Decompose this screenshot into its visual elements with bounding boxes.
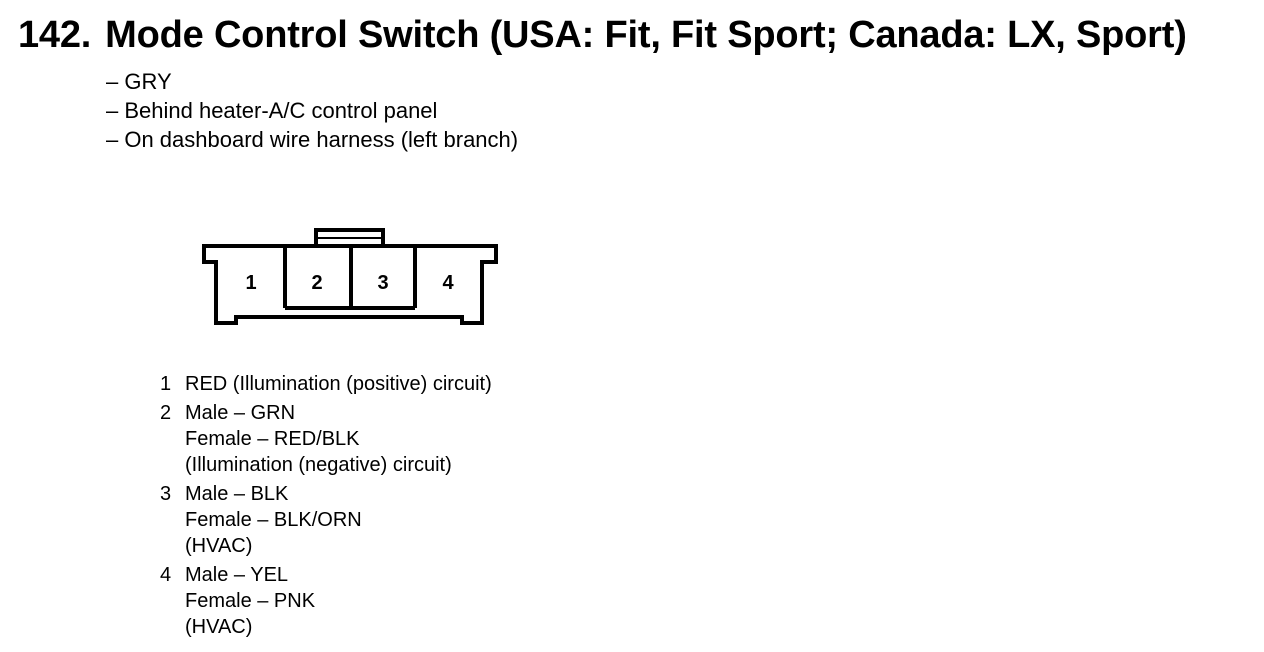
pin-item: 4 Male – YEL Female – PNK (HVAC) [160, 562, 492, 640]
page-title: 142. Mode Control Switch (USA: Fit, Fit S… [18, 14, 1187, 57]
pin-number: 1 [160, 373, 172, 395]
pin-number: 2 [160, 402, 172, 424]
section-number: 142. [18, 14, 92, 56]
pin-item: 2 Male – GRN Female – RED/BLK (Illuminat… [160, 400, 492, 478]
pin-female-wire: Female – BLK/ORN [185, 509, 362, 531]
pin-item: 1 RED (Illumination (positive) circuit) [160, 371, 492, 397]
pin-male-wire: Male – BLK [185, 483, 289, 505]
pin-circuit: (HVAC) [185, 616, 253, 638]
pin-number: 3 [160, 483, 172, 505]
pin-circuit: (Illumination (negative) circuit) [185, 454, 452, 476]
pin-female-wire: Female – RED/BLK [185, 428, 360, 450]
connector-color: – GRY [106, 69, 172, 94]
pin-male-wire: Male – GRN [185, 402, 296, 424]
cavity-number: 4 [442, 272, 454, 294]
pin-male-wire: Male – YEL [185, 564, 289, 586]
pin-female-wire: Female – PNK [185, 590, 316, 612]
connector-details: – GRY – Behind heater-A/C control panel … [106, 67, 518, 154]
cavity-number: 1 [245, 272, 256, 294]
pin-description: RED (Illumination (positive) circuit) [185, 373, 492, 395]
pin-list: 1 RED (Illumination (positive) circuit) … [160, 371, 492, 643]
connector-location: – Behind heater-A/C control panel [106, 98, 438, 123]
pin-number: 4 [160, 564, 172, 586]
cavity-number: 2 [311, 272, 322, 294]
cavity-number: 3 [377, 272, 388, 294]
connector-diagram: 1 2 3 4 [202, 228, 498, 325]
pin-item: 3 Male – BLK Female – BLK/ORN (HVAC) [160, 481, 492, 559]
connector-title: Mode Control Switch (USA: Fit, Fit Sport… [105, 14, 1187, 56]
connector-harness: – On dashboard wire harness (left branch… [106, 127, 519, 152]
connector-outline [202, 244, 498, 325]
pin-circuit: (HVAC) [185, 535, 253, 557]
